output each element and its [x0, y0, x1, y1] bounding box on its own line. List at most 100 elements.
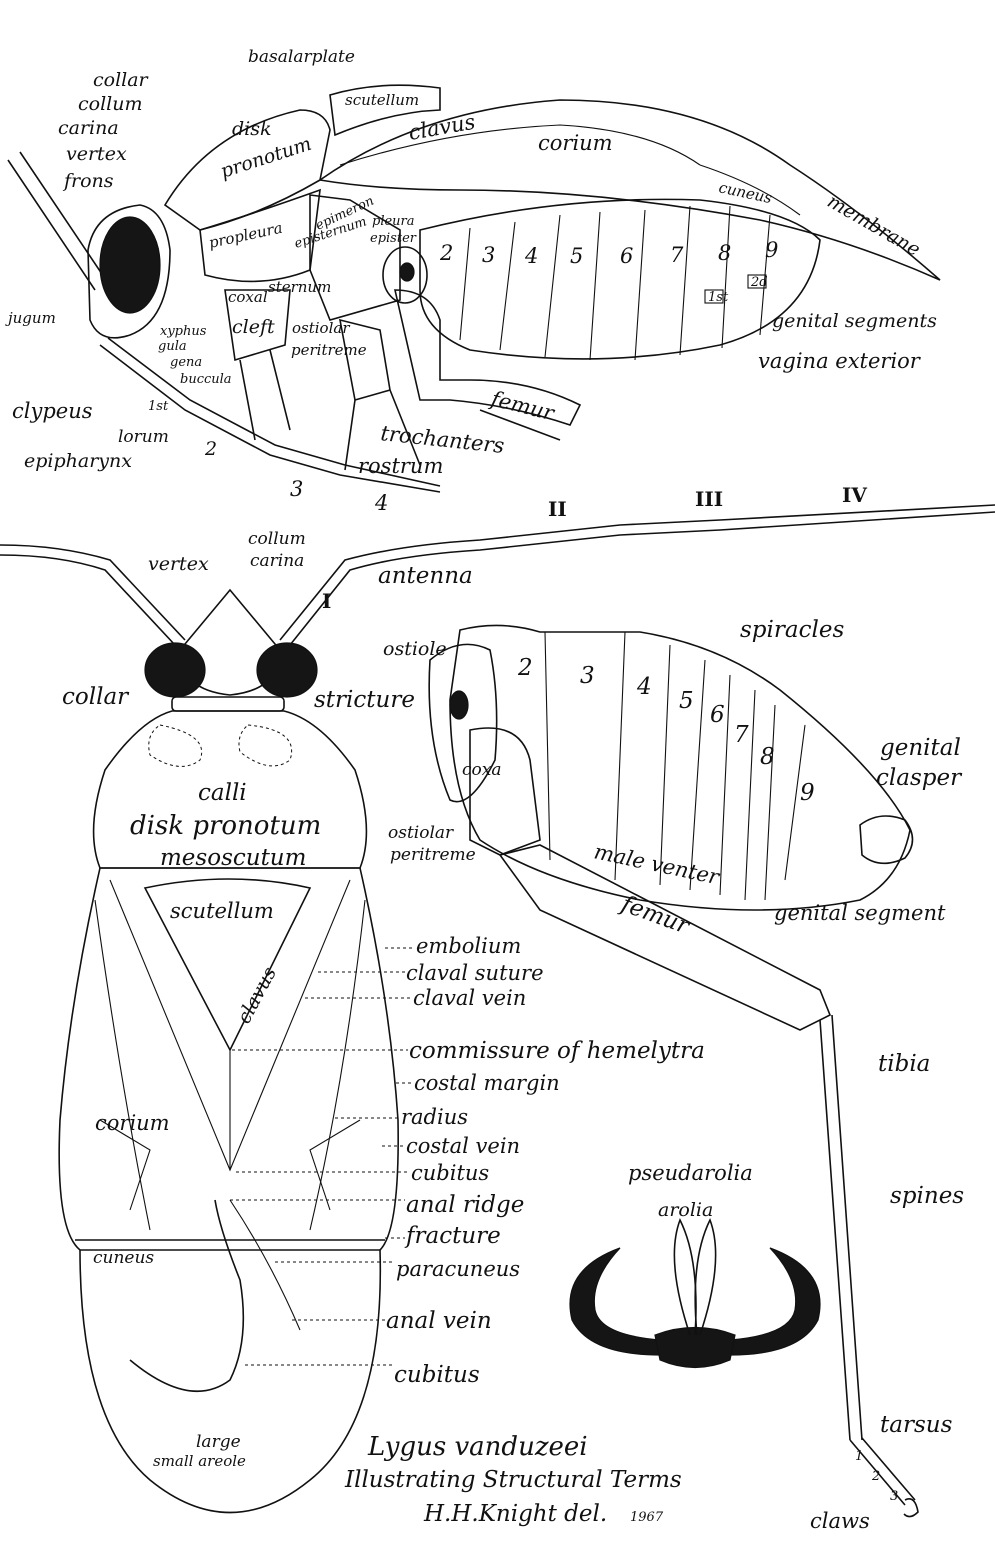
dorsal-label-clavus: clavus [233, 963, 281, 1027]
antenna-numeral-II: II [548, 497, 567, 521]
lateral-label-jugum: jugum [5, 309, 56, 327]
lateral-label-frons: frons [62, 170, 114, 192]
abdomen-label-ostiolar: ostiolar [388, 823, 454, 843]
abdomen-label-tarsus: tarsus [880, 1412, 953, 1438]
arolium-right [695, 1220, 715, 1335]
abdomen-segment-8: 8 [760, 744, 775, 770]
dorsal-collar [172, 697, 284, 711]
claw-detail: pseudarolia arolia [570, 1161, 820, 1368]
dorsal-membrane [80, 1250, 380, 1513]
abdomen-label-genital: genital [880, 735, 961, 761]
lateral-label-carina: carina [58, 117, 119, 139]
abdomen-label-spiracles: spiracles [740, 617, 844, 643]
lateral-label-buccula: buccula [180, 372, 232, 387]
dorsal-label-scutellum: scutellum [170, 899, 274, 923]
lateral-label-epister: epister [370, 231, 417, 246]
lateral-label-gula: gula [158, 339, 187, 354]
lateral-segment-4: 4 [524, 244, 538, 268]
arolium-left [674, 1220, 696, 1335]
dorsal-label-cuneus: cuneus [93, 1248, 154, 1268]
lateral-label-rostrum: rostrum [358, 454, 443, 478]
dorsal-label-antenna: antenna [378, 563, 473, 589]
lateral-label-trochanters: trochanters [379, 421, 505, 458]
wing-term-cubitus-1: cubitus [411, 1161, 489, 1185]
lateral-label-vertex: vertex [66, 143, 127, 165]
tarsal-segment-1: 1 [855, 1449, 863, 1464]
lateral-view: collar collum carina vertex frons basala… [5, 47, 940, 515]
lateral-segment-6: 6 [620, 244, 633, 268]
wing-term-claval-suture: claval suture [406, 961, 544, 985]
lateral-label-disk: disk [232, 118, 272, 140]
claw-left [570, 1248, 660, 1355]
claw-label-pseudarolia: pseudarolia [628, 1161, 753, 1185]
lateral-label-gena: gena [170, 355, 202, 370]
abdomen-segment-4: 4 [636, 674, 652, 700]
lateral-label-clypeus: clypeus [12, 399, 93, 423]
abdomen-segment-9: 9 [800, 780, 815, 806]
wing-term-radius: radius [401, 1105, 468, 1129]
lateral-label-rostral-1st: 1st [148, 399, 169, 414]
wing-term-commissure: commissure of hemelytra [409, 1038, 705, 1064]
lateral-label-lorum: lorum [118, 427, 169, 447]
abdomen-label-tibia: tibia [878, 1051, 930, 1077]
lateral-label-cleft: cleft [232, 316, 275, 338]
antenna-numeral-IV: IV [842, 483, 867, 507]
abdomen-label-femur: femur [616, 891, 694, 941]
wing-term-costal-margin: costal margin [414, 1071, 560, 1095]
dorsal-body [59, 868, 398, 1250]
dorsal-label-corium: corium [95, 1111, 170, 1135]
abdomen-segment-6: 6 [710, 702, 725, 728]
claw-hook [904, 1499, 918, 1517]
abdomen-segment-2: 2 [517, 655, 533, 681]
lateral-label-clavus: clavus [407, 110, 478, 145]
abdomen-label-peritreme: peritreme [390, 845, 476, 865]
abdomen-genital-clasper [860, 816, 913, 863]
lateral-rostral-2: 2 [204, 438, 217, 460]
lateral-segment-3: 3 [482, 243, 495, 267]
lateral-label-scutellum: scutellum [345, 91, 419, 109]
lateral-label-xyphus: xyphus [160, 324, 207, 339]
lateral-label-sternum: sternum [268, 278, 331, 296]
dorsal-label-collar: collar [62, 684, 130, 710]
caption-year: 1967 [630, 1510, 664, 1525]
tarsal-segment-3: 3 [890, 1489, 898, 1504]
lateral-segment-9: 9 [765, 238, 778, 262]
lateral-rostral-3: 3 [290, 477, 303, 501]
dorsal-label-carina: carina [250, 551, 304, 571]
lateral-label-box-2d: 2d [750, 275, 768, 290]
antenna-numeral-III: III [695, 487, 723, 511]
lateral-label-pronotum: pronotum [218, 133, 314, 183]
lateral-segment-8: 8 [718, 241, 731, 265]
lateral-foreleg [225, 290, 290, 440]
abdomen-segment-7: 7 [734, 722, 749, 748]
lateral-label-genital-segments: genital segments [772, 310, 937, 332]
wing-term-embolium: embolium [416, 934, 521, 958]
tarsal-segment-2: 2 [871, 1469, 880, 1484]
dorsal-label-mesoscutum: mesoscutum [160, 845, 306, 871]
dorsal-label-calli: calli [198, 780, 247, 806]
lateral-label-box-1st: 1st [708, 290, 729, 305]
lateral-compound-eye [100, 217, 160, 313]
lateral-segment-7: 7 [670, 243, 684, 267]
dorsal-label-vertex: vertex [148, 553, 209, 575]
lateral-label-ostiolar: ostiolar [292, 319, 350, 337]
lateral-label-basalar-plate: basalarplate [248, 47, 355, 67]
caption: Lygus vanduzeei Illustrating Structural … [344, 1432, 682, 1527]
dorsal-label-collum: collum [248, 529, 306, 549]
claw-label-arolia: arolia [658, 1199, 713, 1221]
abdomen-segment-3: 3 [580, 663, 595, 689]
dorsal-label-disk-pronotum: disk pronotum [130, 811, 321, 841]
abdomen-label-coxa: coxa [462, 760, 501, 780]
dorsal-callus-left [149, 725, 202, 766]
lateral-segment-2: 2 [439, 241, 453, 265]
caption-species: Lygus vanduzeei [367, 1432, 588, 1462]
wing-term-anal-vein: anal vein [386, 1308, 492, 1334]
abdomen-coxa [470, 728, 540, 855]
abdomen-label-genital-segment: genital segment [774, 901, 946, 925]
lateral-label-corium: corium [538, 131, 613, 155]
lateral-label-membrane: membrane [824, 190, 924, 261]
lateral-label-coxal: coxal [228, 288, 268, 306]
antenna-numeral-I: I [322, 589, 331, 613]
wing-term-cubitus-2: cubitus [394, 1362, 480, 1388]
